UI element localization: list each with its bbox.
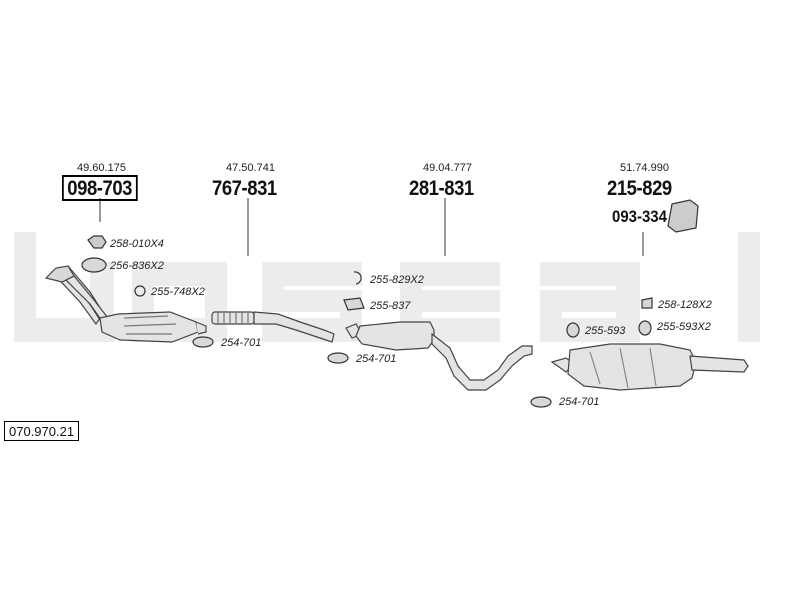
- nut-icon: [87, 235, 107, 249]
- assembly-part-2: 767-831: [212, 177, 277, 200]
- clamp-icon-2: [192, 336, 214, 348]
- accessory-label: 258-010X4: [110, 238, 164, 250]
- assembly-ref-1: 49.60.175: [77, 162, 126, 174]
- accessory-label: 254-701: [221, 337, 262, 349]
- diagram-code: 070.970.21: [4, 421, 80, 441]
- accessory-label: 255-593: [585, 325, 626, 337]
- bracket-icon: [343, 297, 365, 311]
- assembly-part-4: 215-829: [607, 177, 672, 200]
- accessory-label: 255-593X2: [657, 321, 711, 333]
- assembly-ref-2: 47.50.741: [226, 162, 275, 174]
- clamp-icon-4: [530, 396, 552, 408]
- intermediate-pipe: [211, 311, 335, 343]
- extra-part-number: 093-334: [612, 207, 667, 226]
- rubber-ring-icon-2: [638, 320, 652, 336]
- center-silencer: [345, 321, 533, 391]
- gasket-icon: [81, 257, 107, 273]
- rubber-ring-icon: [566, 322, 580, 338]
- accessory-icons: [81, 199, 699, 408]
- accessory-label: 254-701: [356, 353, 397, 365]
- accessory-label: 256-836X2: [110, 260, 164, 272]
- rear-silencer: [550, 343, 749, 391]
- clamp-icon: [134, 285, 146, 297]
- hanger-icon: [353, 271, 362, 285]
- mount-icon: [641, 297, 653, 309]
- accessory-label: 254-701: [559, 396, 600, 408]
- catalytic-converter: [44, 265, 207, 343]
- assembly-ref-4: 51.74.990: [620, 162, 669, 174]
- assembly-ref-3: 49.04.777: [423, 162, 472, 174]
- accessory-label: 255-829X2: [370, 274, 424, 286]
- assembly-part-3: 281-831: [409, 177, 474, 200]
- accessory-label: 258-128X2: [658, 299, 712, 311]
- assembly-part-1: 098-703: [62, 175, 138, 201]
- leader-lines: [99, 198, 644, 256]
- bracket-part-icon: [667, 199, 699, 233]
- clamp-icon-3: [327, 352, 349, 364]
- accessory-label: 255-748X2: [151, 286, 205, 298]
- accessory-label: 255-837: [370, 300, 411, 312]
